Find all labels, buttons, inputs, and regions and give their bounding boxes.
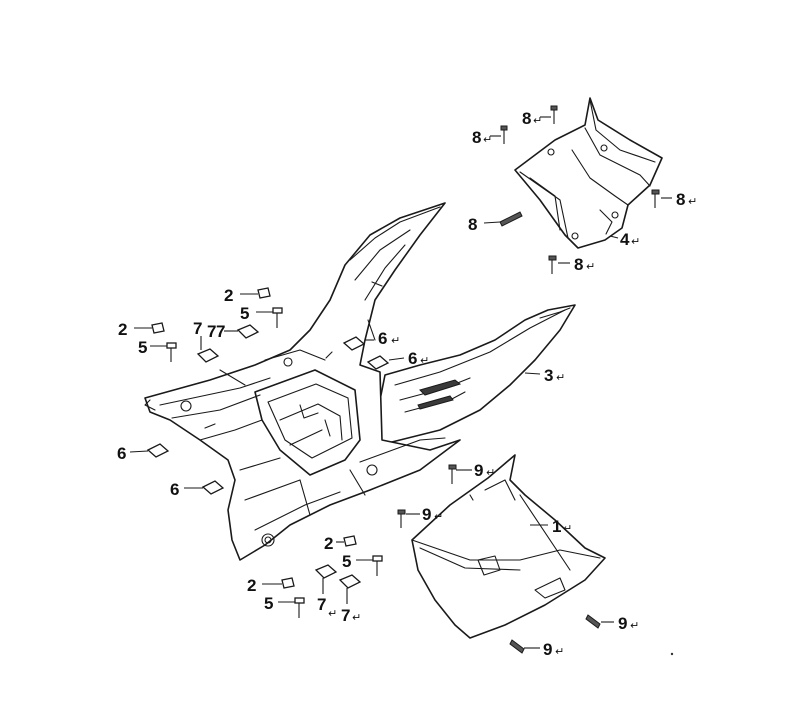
return-mark: ↵	[631, 235, 640, 248]
clip-6-b	[366, 355, 390, 370]
callout-8-left: 8	[472, 128, 481, 147]
return-mark: ↵	[328, 607, 337, 620]
screw-9-d	[509, 639, 525, 654]
callout-2-c: 2	[324, 534, 333, 553]
return-mark: ↵	[352, 611, 361, 624]
callout-5-b: 5	[138, 338, 147, 357]
nut-2-lower-a	[343, 535, 357, 547]
return-mark: ↵	[483, 133, 492, 146]
callout-7-e: 7	[341, 606, 350, 625]
stray-dot	[670, 652, 674, 656]
callout-2-d: 2	[247, 576, 256, 595]
callout-1: 1	[552, 517, 561, 536]
callout-9-b: 9	[422, 505, 431, 524]
leader-lines	[129, 116, 672, 649]
screw-9-b	[397, 509, 406, 528]
screw-8-mid	[499, 211, 523, 227]
screw-5-upper-b	[166, 342, 177, 362]
nut-2-upper-b	[151, 322, 165, 334]
screw-5-lower-b	[294, 597, 305, 618]
clip-6-a	[342, 336, 366, 351]
clip-6-c	[146, 443, 170, 458]
screw-8-left	[500, 125, 508, 144]
part-3-side-cover	[377, 304, 576, 446]
main-floor-panel	[144, 202, 461, 561]
clip-7-b	[236, 324, 260, 339]
screw-8-bottom	[548, 255, 557, 274]
clip-7-e	[338, 574, 362, 604]
nut-2-upper-a	[257, 287, 271, 299]
screw-9-a	[448, 464, 457, 484]
clip-6-d	[201, 480, 225, 495]
callout-5-a: 5	[240, 304, 249, 323]
part-4-rear-cover	[514, 97, 663, 249]
callout-8-top: 8	[522, 109, 531, 128]
return-mark: ↵	[391, 334, 400, 347]
return-mark: ↵	[688, 195, 697, 208]
callout-5-d: 5	[264, 594, 273, 613]
callout-2-b: 2	[118, 320, 127, 339]
clip-7-a	[196, 336, 220, 363]
callout-6-d: 6	[170, 480, 179, 499]
callout-8-mid: 8	[468, 215, 477, 234]
return-mark: ↵	[586, 260, 595, 273]
callout-7-c: 7	[216, 322, 225, 341]
callout-9-c: 9	[618, 614, 627, 633]
callout-3: 3	[544, 366, 553, 385]
return-mark: ↵	[555, 645, 564, 658]
callout-labels: 8 8 8 8 8 4 2 5 2 5 7 7 7 6 6 3 6 6 9 9 …	[117, 109, 685, 659]
return-marks: ↵ ↵ ↵ ↵ ↵ ↵ ↵ ↵ ↵ ↵ ↵ ↵ ↵ ↵ ↵	[328, 114, 697, 658]
callout-6-c: 6	[117, 444, 126, 463]
callout-6-a: 6	[378, 329, 387, 348]
nut-2-lower-b	[281, 577, 295, 589]
callout-9-a: 9	[474, 461, 483, 480]
return-mark: ↵	[434, 510, 443, 523]
screw-5-lower-a	[372, 555, 383, 576]
callout-9-d: 9	[543, 640, 552, 659]
screw-5-upper-a	[272, 307, 283, 328]
return-mark: ↵	[420, 354, 429, 367]
callout-8-bottom: 8	[574, 255, 583, 274]
clip-7-d	[314, 564, 338, 594]
return-mark: ↵	[563, 522, 572, 535]
callout-7-a: 7	[193, 319, 202, 338]
return-mark: ↵	[556, 371, 565, 384]
part-1-under-cover	[411, 454, 606, 639]
return-mark: ↵	[486, 466, 495, 479]
callout-7-b: 7	[207, 322, 216, 341]
hardware	[146, 105, 660, 654]
screw-9-c	[585, 614, 601, 629]
return-mark: ↵	[630, 619, 639, 632]
callout-5-c: 5	[342, 552, 351, 571]
callout-2-a: 2	[224, 286, 233, 305]
screw-8-right	[651, 189, 660, 208]
callout-4: 4	[620, 230, 630, 249]
callout-8-right: 8	[676, 190, 685, 209]
return-mark: ↵	[533, 114, 542, 127]
callout-6-b: 6	[408, 349, 417, 368]
screw-8-top	[550, 105, 558, 124]
callout-7-d: 7	[317, 595, 326, 614]
